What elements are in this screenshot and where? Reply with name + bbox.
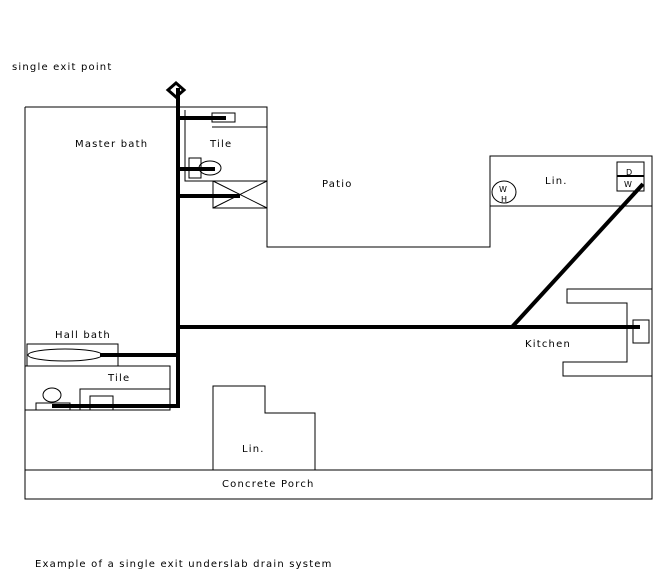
dryer-label: D <box>626 168 633 177</box>
water-heater <box>491 180 517 204</box>
hall-toilet-bowl <box>42 387 62 403</box>
exit-point-label: single exit point <box>12 62 112 73</box>
hall-vanity <box>79 388 170 410</box>
hall-sink <box>89 395 114 411</box>
master-tile-label: Tile <box>209 139 232 150</box>
washer-label: W <box>624 180 633 189</box>
master-tile-wall <box>184 110 213 182</box>
hall-bathtub <box>27 348 103 362</box>
house-outline <box>24 106 653 500</box>
closet-label: Lin. <box>242 444 265 455</box>
kitchen-sink <box>632 319 650 344</box>
porch-label: Concrete Porch <box>222 479 315 490</box>
patio-label: Patio <box>322 179 353 190</box>
exit-point-icon <box>165 81 187 99</box>
caption: Example of a single exit underslab drain… <box>35 559 333 570</box>
water-heater-h: H <box>501 195 508 204</box>
kitchen-counter <box>562 288 652 377</box>
drain-pipes <box>52 88 645 408</box>
hall-tile-label: Tile <box>107 373 130 384</box>
kitchen-label: Kitchen <box>525 339 571 350</box>
laundry-label: Lin. <box>545 176 568 187</box>
master-bath-label: Master bath <box>75 139 148 150</box>
closet-wall <box>212 385 316 470</box>
hall-bath-label: Hall bath <box>55 330 111 341</box>
water-heater-w: W <box>499 185 508 194</box>
